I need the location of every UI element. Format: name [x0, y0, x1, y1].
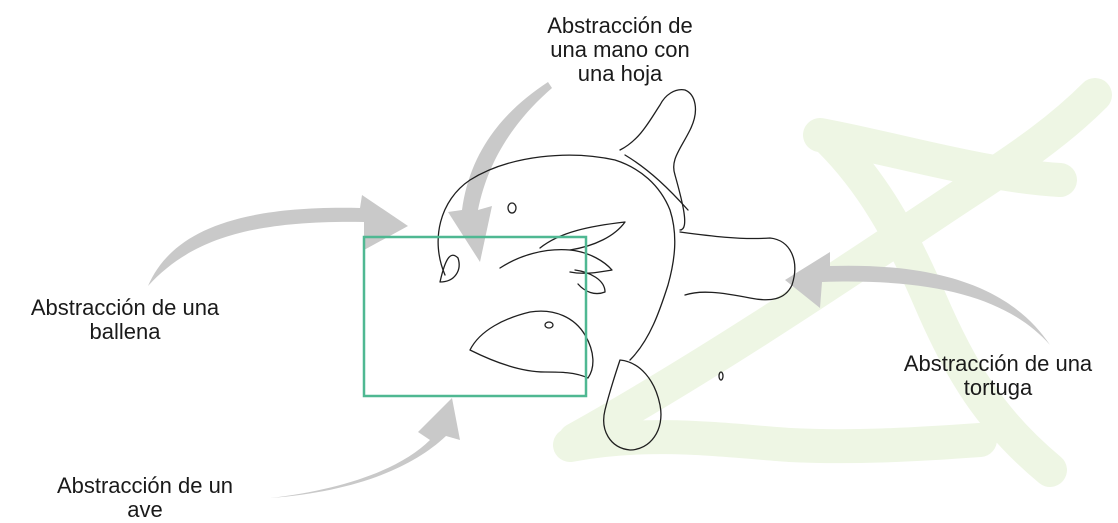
label-bird-line1: Abstracción de un: [56, 473, 234, 498]
turtle-eye: [718, 371, 724, 381]
label-hand-line2: una mano con: [550, 37, 690, 62]
arrow-bird: [270, 398, 460, 498]
label-turtle-line2: tortuga: [963, 375, 1033, 400]
turtle-flipper-bottom: [603, 359, 662, 451]
background-turtle-shape: [553, 78, 1112, 487]
label-whale: Abstracción de una ballena: [0, 296, 250, 344]
highlight-box: [362, 235, 588, 398]
label-whale-line1: Abstracción de una: [30, 295, 220, 320]
arrows: [148, 82, 1050, 498]
hand-leaf-outline: [619, 89, 697, 231]
label-hand-line1: Abstracción de: [547, 13, 693, 38]
whale-eye: [507, 202, 517, 214]
label-whale-line2: ballena: [89, 319, 161, 344]
arrow-turtle: [785, 252, 1050, 345]
label-hand-line3: una hoja: [577, 61, 663, 86]
label-hand-leaf: Abstracción de una mano con una hoja: [520, 14, 720, 86]
turtle-flipper-right: [679, 231, 796, 301]
label-bird: Abstracción de un ave: [20, 474, 270, 522]
bird-outline: [469, 310, 594, 379]
label-turtle: Abstracción de una tortuga: [878, 352, 1118, 400]
bird-eye: [544, 321, 554, 329]
whale-outline: [437, 154, 676, 361]
arrow-whale: [148, 195, 408, 286]
arrow-hand: [448, 82, 552, 262]
label-bird-line2: ave: [127, 497, 163, 522]
label-turtle-line1: Abstracción de una: [903, 351, 1093, 376]
